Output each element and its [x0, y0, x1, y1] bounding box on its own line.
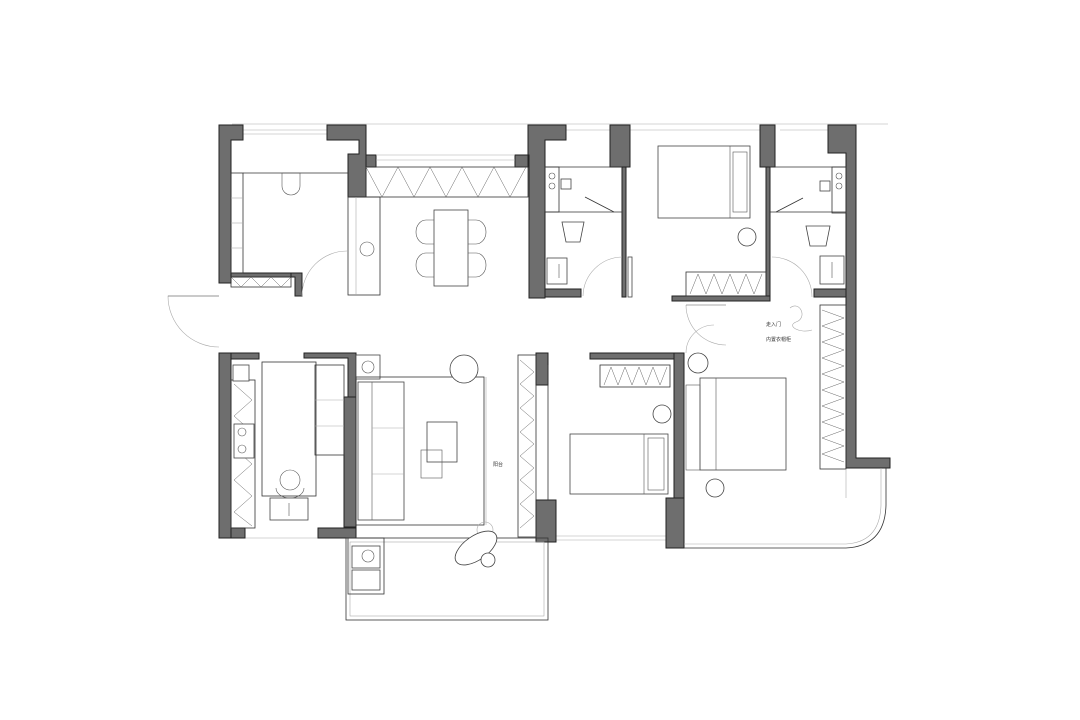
master-bedroom	[684, 352, 887, 549]
sink	[359, 241, 375, 257]
wall-segment	[290, 272, 303, 297]
toilet	[805, 225, 831, 247]
stool	[652, 404, 672, 424]
exterior-outline	[232, 123, 888, 541]
shower-screen	[584, 196, 615, 213]
walk-in-wardrobe: 走入门 内置衣帽柜	[766, 304, 847, 470]
bedroom-lower	[517, 354, 672, 538]
cooktop	[233, 423, 255, 459]
wardrobe-note-line2: 内置衣帽柜	[766, 336, 791, 343]
tall-cabinets	[314, 364, 345, 456]
side-table	[420, 449, 443, 479]
living-room: 阳台	[355, 354, 503, 526]
wall-segment	[230, 272, 296, 278]
kitchen	[230, 354, 381, 529]
wall-segment	[365, 154, 377, 168]
dining-chair	[415, 219, 434, 245]
wall-segment	[589, 352, 679, 360]
kitchen-island	[261, 361, 317, 497]
balcony-label: 阳台	[493, 461, 503, 468]
master-bed	[699, 377, 787, 471]
stool	[737, 227, 757, 247]
dining-chair	[415, 252, 434, 278]
washing-machine	[281, 172, 301, 196]
wall-segment	[609, 124, 631, 168]
wall-segment	[303, 352, 357, 398]
bar-stool	[279, 469, 301, 491]
wall-segment	[326, 124, 367, 198]
sofa	[357, 381, 405, 521]
rug	[355, 376, 485, 526]
door-swing	[582, 256, 623, 297]
dining-chair	[468, 219, 487, 245]
dining-area	[347, 154, 529, 296]
bedroom-upper	[657, 145, 767, 297]
bathroom-center	[544, 166, 633, 298]
wall-segment	[813, 288, 847, 298]
dining-chair	[468, 252, 487, 278]
floor-lamp	[449, 354, 479, 384]
toilet	[561, 221, 585, 243]
wall-segment	[621, 166, 627, 298]
stool	[705, 478, 725, 498]
wall-segment	[535, 499, 557, 543]
upper-left-room	[230, 172, 348, 297]
stool	[687, 352, 709, 374]
wardrobe-note-line1: 走入门	[766, 321, 781, 328]
wall-segment	[218, 352, 232, 539]
dining-table	[433, 209, 469, 287]
door-swing	[685, 304, 727, 346]
shower-screen	[775, 197, 804, 213]
lounge-chair	[454, 530, 498, 566]
bed	[657, 145, 751, 219]
door-swing	[301, 250, 348, 297]
wall-segment	[759, 124, 776, 168]
wall-segment	[317, 527, 357, 539]
curved-window	[684, 468, 887, 549]
door-swing	[685, 324, 715, 354]
wall-segment	[827, 124, 891, 469]
balcony	[345, 521, 549, 621]
bed	[569, 433, 669, 495]
walls	[218, 124, 891, 549]
wall-segment	[665, 497, 685, 549]
bathroom-sink	[546, 257, 568, 285]
entrance	[167, 295, 727, 354]
wall-segment	[544, 288, 582, 298]
door-swing	[771, 256, 813, 298]
wall-segment	[673, 352, 685, 499]
wall-segment	[230, 527, 246, 539]
wall-segment	[230, 352, 260, 360]
wall-segment	[343, 396, 357, 528]
bathroom-right	[770, 166, 847, 298]
wall-segment	[765, 166, 771, 298]
wall-segment	[671, 295, 771, 302]
entry-door-swing	[167, 295, 220, 348]
wall-segment	[535, 352, 549, 386]
